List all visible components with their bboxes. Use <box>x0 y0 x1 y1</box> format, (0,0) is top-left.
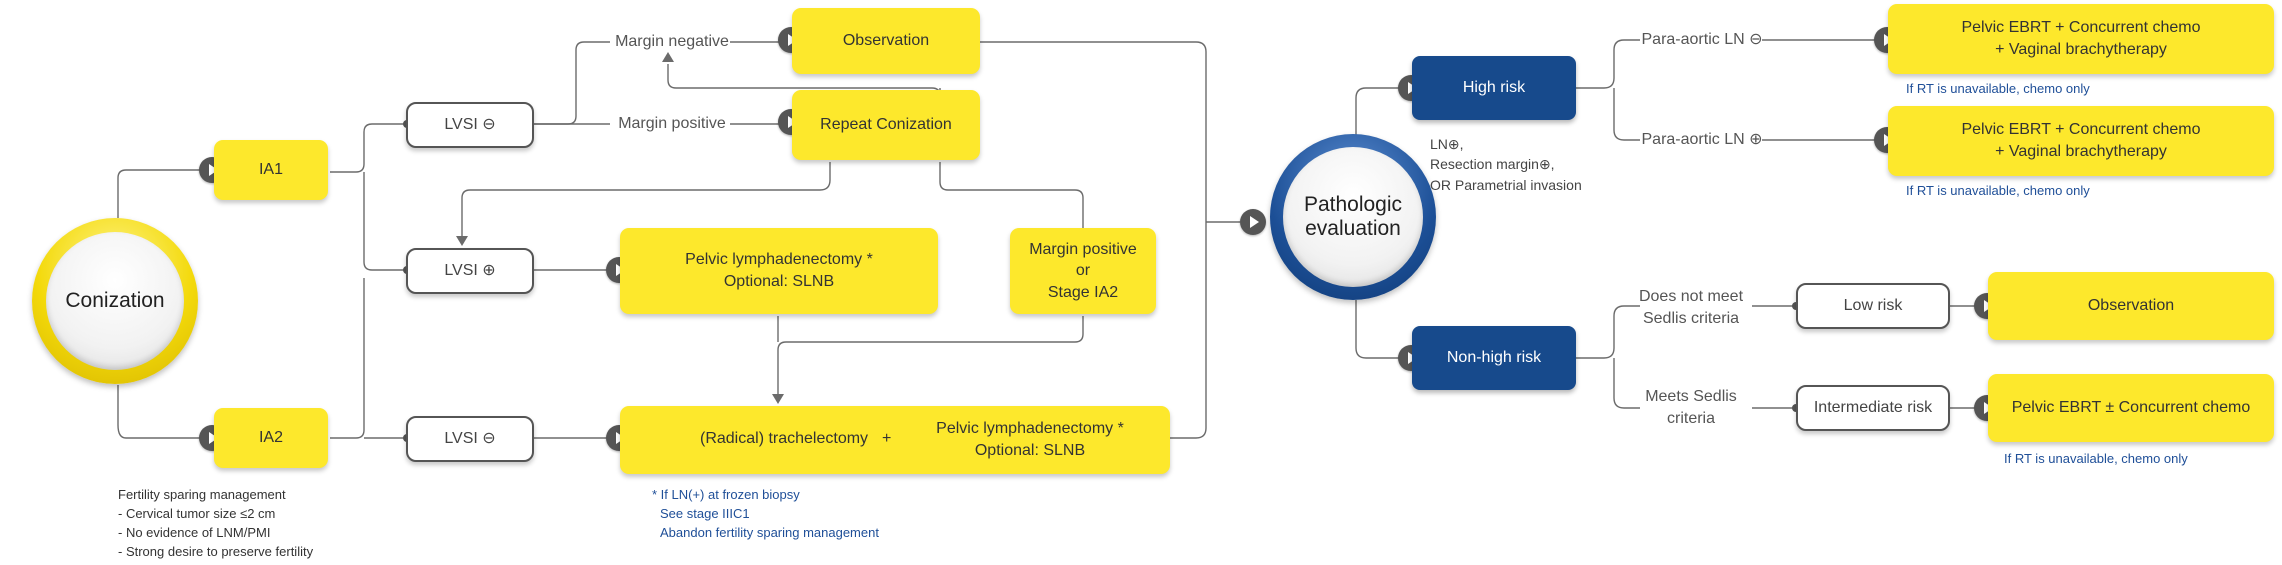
treatment-box-3: Pelvic EBRT ± Concurrent chemo <box>1988 374 2274 442</box>
margin-positive-text: Margin positive <box>1029 240 1137 258</box>
label-line: Meets Sedlis <box>1645 388 1737 405</box>
margin-positive-or-stage-ia2-box: Margin positive or Stage IA2 <box>1010 228 1156 314</box>
plus-sign: + <box>882 430 892 447</box>
rt-unavailable-note-1: If RT is unavailable, chemo only <box>1906 81 2090 96</box>
trachelectomy-box: (Radical) trachelectomy + Pelvic lymphad… <box>620 406 1170 474</box>
observation-label: Observation <box>842 32 930 50</box>
fertility-sparing-note: Fertility sparing management - Cervical … <box>118 486 313 561</box>
frozen-biopsy-note: * If LN(+) at frozen biopsy See stage II… <box>652 486 879 543</box>
conization-circle: Conization <box>32 218 198 384</box>
slnb-optional-label: Optional: SLNB <box>974 441 1086 459</box>
stage-ia1-box: IA1 <box>214 140 328 200</box>
intermediate-risk-box: Intermediate risk <box>1796 385 1950 431</box>
or-text: or <box>1075 262 1091 280</box>
pelvic-lymphadenectomy-box-1: Pelvic lymphadenectomy * Optional: SLNB <box>620 228 938 314</box>
note-line: - Cervical tumor size ≤2 cm <box>118 505 276 521</box>
pathologic-evaluation-circle: Pathologic evaluation <box>1270 134 1436 300</box>
repeat-conization-box: Repeat Conization <box>792 90 980 160</box>
pelvic-lymphadenectomy-label: Pelvic lymphadenectomy * <box>685 251 873 269</box>
rt-unavailable-note-2: If RT is unavailable, chemo only <box>1906 183 2090 198</box>
low-risk-box: Low risk <box>1796 283 1950 329</box>
trachelectomy-label: (Radical) trachelectomy <box>700 430 869 447</box>
note-line: Fertility sparing management <box>118 487 286 502</box>
conization-label: Conization <box>65 289 165 312</box>
treatment-line: + Vaginal brachytherapy <box>1995 41 2167 58</box>
non-high-risk-box: Non-high risk <box>1412 326 1576 390</box>
margin-negative-label: Margin negative <box>615 33 729 50</box>
repeat-conization-label: Repeat Conization <box>820 116 952 134</box>
lvsi-positive-box: LVSI ⊕ <box>406 248 534 294</box>
treatment-line: Pelvic EBRT + Concurrent chemo <box>1961 121 2201 139</box>
stage-ia2-text: Stage IA2 <box>1047 283 1119 301</box>
treatment-box-2: Pelvic EBRT + Concurrent chemo + Vaginal… <box>1888 106 2274 176</box>
observation-label: Observation <box>2087 297 2175 315</box>
lvsi-negative-box-1: LVSI ⊖ <box>406 102 534 148</box>
stage-ia1-label: IA1 <box>258 161 283 179</box>
criteria-line: LN⊕, <box>1430 136 1464 152</box>
stage-ia2-label: IA2 <box>258 429 283 447</box>
rt-unavailable-note-3: If RT is unavailable, chemo only <box>2004 451 2188 466</box>
treatment-line: Pelvic EBRT + Concurrent chemo <box>1961 19 2201 37</box>
stage-ia2-box: IA2 <box>214 408 328 468</box>
note-line: Abandon fertility sparing management <box>660 524 879 540</box>
treatment-box-1: Pelvic EBRT + Concurrent chemo + Vaginal… <box>1888 4 2274 74</box>
label-line: Does not meet <box>1638 288 1744 305</box>
low-risk-label: Low risk <box>1843 297 1903 315</box>
para-aortic-positive-label: Para-aortic LN ⊕ <box>1641 131 1763 148</box>
slnb-optional-label: Optional: SLNB <box>723 273 835 290</box>
criteria-line: Resection margin⊕, <box>1430 156 1555 173</box>
criteria-line: OR Parametrial invasion <box>1430 176 1582 193</box>
treatment-line: Pelvic EBRT ± Concurrent chemo <box>2011 399 2251 417</box>
does-not-meet-sedlis-label: Does not meet Sedlis criteria <box>1626 286 1756 329</box>
non-high-risk-label: Non-high risk <box>1446 349 1542 367</box>
pathologic-label: Pathologic <box>1303 192 1403 216</box>
margin-positive-label: Margin positive <box>618 115 726 132</box>
lvsi-negative-label: LVSI ⊖ <box>444 430 496 448</box>
lvsi-positive-label: LVSI ⊕ <box>444 262 496 280</box>
note-line: See stage IIIC1 <box>660 505 750 521</box>
observation-box-1: Observation <box>792 8 980 74</box>
observation-box-2: Observation <box>1988 272 2274 340</box>
arrow-icon <box>1240 209 1266 235</box>
intermediate-risk-label: Intermediate risk <box>1813 399 1933 417</box>
high-risk-criteria-note: LN⊕, Resection margin⊕, OR Parametrial i… <box>1430 134 1582 195</box>
high-risk-box: High risk <box>1412 56 1576 120</box>
note-line: - Strong desire to preserve fertility <box>118 543 314 559</box>
high-risk-label: High risk <box>1462 79 1526 97</box>
label-line: criteria <box>1666 409 1715 427</box>
para-aortic-negative-label: Para-aortic LN ⊖ <box>1641 31 1763 48</box>
pelvic-lymphadenectomy-label: Pelvic lymphadenectomy * <box>936 420 1124 437</box>
lvsi-negative-label: LVSI ⊖ <box>444 116 496 134</box>
note-line: * If LN(+) at frozen biopsy <box>652 487 800 502</box>
note-line: - No evidence of LNM/PMI <box>118 524 271 540</box>
lvsi-negative-box-2: LVSI ⊖ <box>406 416 534 462</box>
meets-sedlis-label: Meets Sedlis criteria <box>1626 386 1756 429</box>
treatment-line: + Vaginal brachytherapy <box>1995 143 2167 160</box>
label-line: Sedlis criteria <box>1642 309 1740 327</box>
pelvic-lymphadenectomy-2-label: Pelvic lymphadenectomy * Optional: SLNB <box>910 418 1150 461</box>
evaluation-label: evaluation <box>1305 217 1401 240</box>
